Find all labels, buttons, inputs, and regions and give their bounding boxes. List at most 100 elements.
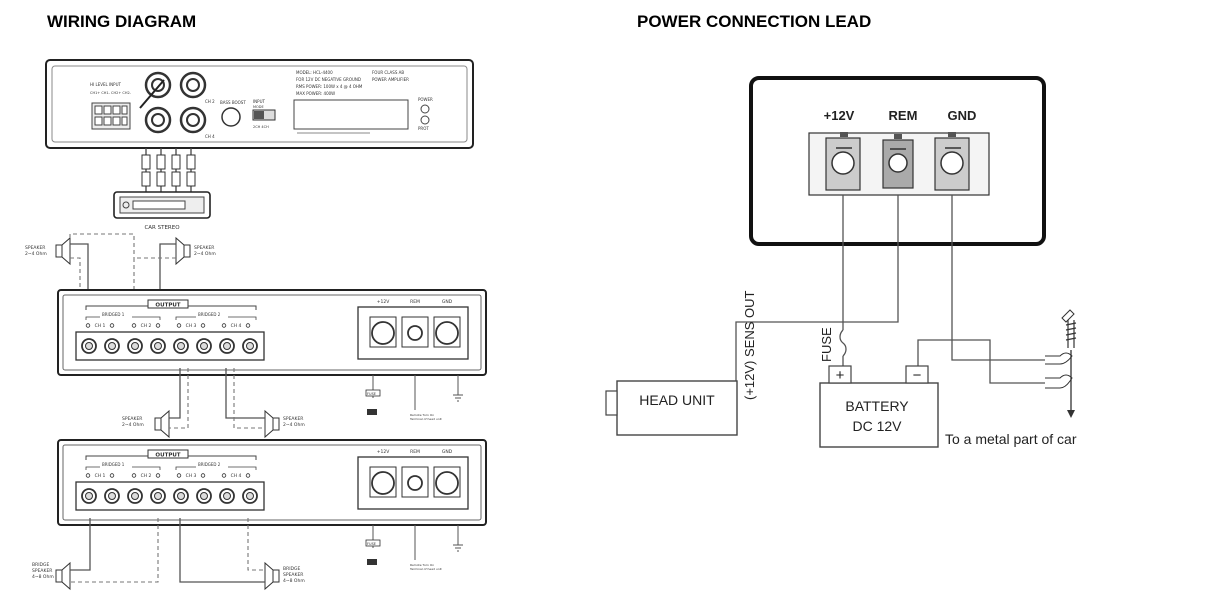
speaker-mid-left: SPEAKER 2~4 Ohm	[122, 409, 170, 439]
svg-text:CH 2: CH 2	[205, 99, 215, 104]
rca-input-jacks	[139, 71, 207, 134]
svg-text:MODEL: HCL-4400: MODEL: HCL-4400	[296, 70, 333, 75]
speaker-top-left: SPEAKER 2~4 Ohm	[25, 236, 71, 266]
panel-terminal-label-3: GND	[442, 299, 453, 305]
svg-text:MAX POWER: 400W: MAX POWER: 400W	[296, 91, 335, 96]
channel-label-1: CH 1	[95, 473, 106, 479]
svg-text:FOR 12V DC NEGATIVE GROUND: FOR 12V DC NEGATIVE GROUND	[296, 77, 361, 82]
rem-note-1: Remote Turn On	[410, 563, 434, 567]
svg-text:2~4 Ohm: 2~4 Ohm	[283, 422, 305, 428]
ground-symbol-icon	[453, 394, 463, 402]
svg-text:SPEAKER: SPEAKER	[194, 245, 214, 251]
channel-label-4: CH 4	[231, 323, 242, 329]
panel-terminal-label-3: GND	[442, 449, 453, 455]
battery-minus: −	[913, 367, 922, 384]
svg-text:SPEAKER: SPEAKER	[283, 572, 303, 578]
sens-out-label: (+12V) SENS OUT	[742, 290, 757, 400]
panel-fuse-label: FUSE	[367, 542, 376, 546]
bot-speaker-wires	[70, 518, 265, 583]
amplifier-panel-2: OUTPUT BRIDGED 1 BRIDGED 2 CH 1 CH 2 CH 3 CH 4…	[57, 439, 487, 571]
ground-screw-icon	[1045, 309, 1077, 418]
fuse-label: FUSE	[819, 327, 834, 362]
bass-boost-label: BASS BOOST	[220, 100, 246, 105]
svg-text:2CH 4CH: 2CH 4CH	[253, 125, 269, 129]
channel-label-1: CH 1	[95, 323, 106, 329]
bridged1-label: BRIDGED 1	[102, 462, 125, 467]
car-stereo-label: CAR STEREO	[144, 225, 180, 231]
svg-text:SPEAKER: SPEAKER	[283, 416, 303, 422]
terminal-gnd	[934, 132, 970, 191]
wiring-diagram-title: WIRING DIAGRAM	[47, 12, 196, 31]
svg-text:2~4 Ohm: 2~4 Ohm	[25, 251, 47, 257]
bridged2-label: BRIDGED 2	[198, 462, 221, 467]
svg-text:BRIDGE: BRIDGE	[283, 566, 300, 572]
speaker-mid-right: SPEAKER 2~4 Ohm	[264, 409, 305, 439]
gain-knob	[221, 107, 241, 127]
svg-text:POWER: POWER	[418, 97, 433, 102]
svg-text:SPEAKER: SPEAKER	[122, 416, 142, 422]
rca-cables	[141, 148, 196, 192]
svg-text:4~8 Ohm: 4~8 Ohm	[283, 578, 305, 584]
svg-text:HI LEVEL INPUT: HI LEVEL INPUT	[90, 82, 121, 87]
channel-label-3: CH 3	[186, 323, 197, 329]
channel-label-3: CH 3	[186, 473, 197, 479]
battery-plus: +	[836, 367, 845, 384]
panel-terminal-label-2: REM	[410, 449, 420, 455]
panel-terminal-label-2: REM	[410, 299, 420, 305]
input-mode-label: INPUT	[253, 99, 266, 104]
car-stereo: CAR STEREO	[113, 191, 211, 231]
battery: + − BATTERY DC 12V	[819, 365, 939, 448]
svg-text:CH 4: CH 4	[205, 134, 215, 139]
speaker-top-right: SPEAKER 2~4 Ohm	[175, 236, 216, 266]
svg-text:RMS POWER: 100W x 4 @ 4 OHM: RMS POWER: 100W x 4 @ 4 OHM	[296, 84, 363, 89]
channel-label-2: CH 2	[141, 473, 152, 479]
rem-note-2: Terminal of head unit	[409, 417, 443, 421]
terminal-rem	[882, 134, 914, 189]
terminal-12v	[825, 132, 861, 191]
amplifier-top: HI LEVEL INPUT CH1+ CH1- CH2+ CH2- CH 2 …	[45, 59, 474, 149]
power-terminal-box: +12V REM GND	[749, 76, 1046, 246]
terminal-gnd-label: GND	[948, 108, 977, 123]
ground-symbol-icon	[453, 544, 463, 552]
panel-terminal-label-1: +12V	[377, 449, 390, 455]
channel-label-4: CH 4	[231, 473, 242, 479]
speaker-bot-right: BRIDGE SPEAKER 4~8 Ohm	[264, 561, 305, 591]
channel-label-2: CH 2	[141, 323, 152, 329]
speaker-bot-left: BRIDGE SPEAKER 4~8 Ohm	[32, 561, 71, 591]
svg-text:BRIDGE: BRIDGE	[32, 562, 49, 568]
prot-led	[420, 115, 430, 125]
svg-text:4~8 Ohm: 4~8 Ohm	[32, 574, 54, 580]
svg-text:FOUR CLASS AB: FOUR CLASS AB	[372, 70, 404, 75]
svg-text:MODE: MODE	[253, 105, 264, 109]
amplifier-panel-1: OUTPUT BRIDGED 1 BRIDGED 2 CH 1 CH 2 CH 3 CH 4…	[57, 289, 487, 421]
terminal-rem-label: REM	[889, 108, 918, 123]
output-label: OUTPUT	[155, 303, 180, 309]
battery-label: BATTERY	[845, 398, 909, 414]
rem-note-2: Terminal of head unit	[409, 567, 443, 571]
power-wires	[735, 195, 1045, 384]
rem-note-1: Remote Turn On	[410, 413, 434, 417]
terminal-12v-label: +12V	[824, 108, 855, 123]
head-unit-label: HEAD UNIT	[639, 392, 715, 408]
battery-voltage-label: DC 12V	[852, 418, 902, 434]
bridged1-label: BRIDGED 1	[102, 312, 125, 317]
metal-part-label: To a metal part of car	[945, 431, 1077, 447]
output-label-box	[147, 299, 189, 309]
svg-text:2~4 Ohm: 2~4 Ohm	[194, 251, 216, 257]
bridged2-label: BRIDGED 2	[198, 312, 221, 317]
svg-text:2~4 Ohm: 2~4 Ohm	[122, 422, 144, 428]
output-label: OUTPUT	[155, 453, 180, 459]
output-label-box	[147, 449, 189, 459]
power-connection-title: POWER CONNECTION LEAD	[637, 12, 871, 31]
svg-text:SPEAKER: SPEAKER	[25, 245, 45, 251]
svg-text:POWER AMPLIFIER: POWER AMPLIFIER	[372, 77, 409, 82]
mid-speaker-wires	[169, 368, 265, 429]
model-info: MODEL: HCL-4400 FOR 12V DC NEGATIVE GROU…	[296, 70, 409, 96]
svg-text:CH1+ CH1- CH2+ CH2-: CH1+ CH1- CH2+ CH2-	[90, 91, 132, 95]
head-unit: HEAD UNIT (+12V) SENS OUT	[605, 290, 757, 436]
power-led	[420, 104, 430, 114]
panel-terminal-label-1: +12V	[377, 299, 390, 305]
svg-text:SPEAKER: SPEAKER	[32, 568, 52, 574]
